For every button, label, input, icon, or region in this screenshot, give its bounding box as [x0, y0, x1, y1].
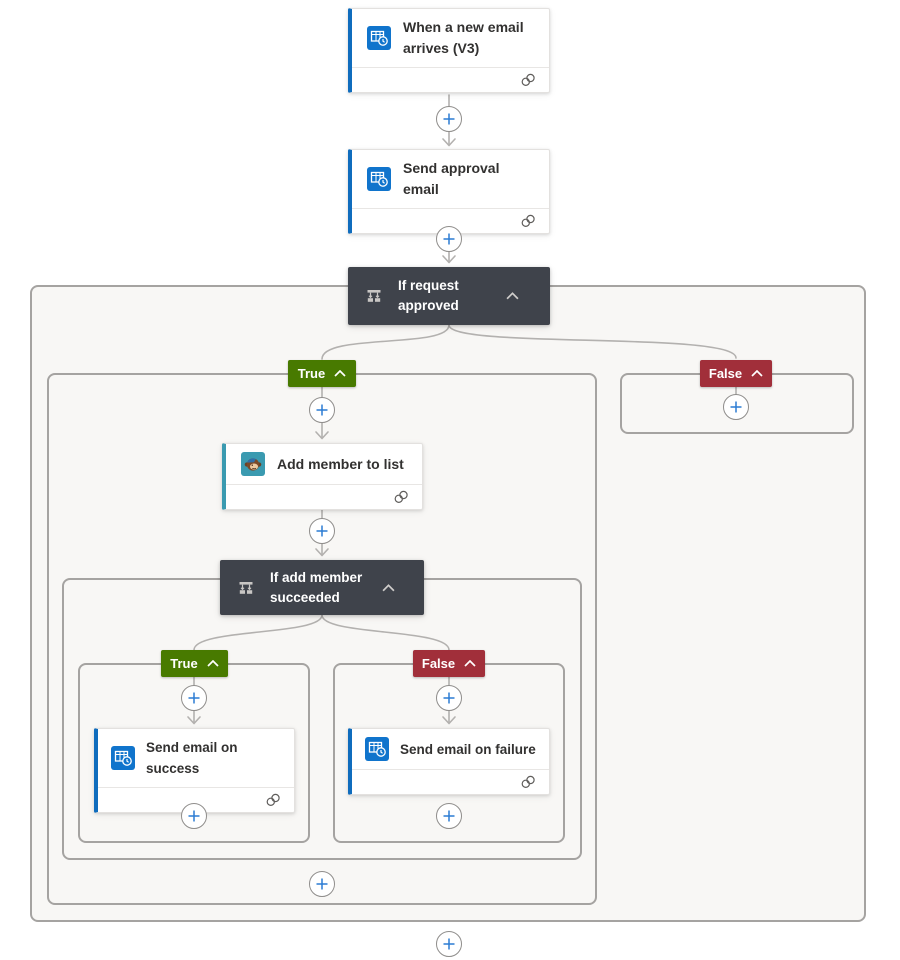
badge-label: True [297, 366, 326, 381]
card-footer [226, 484, 422, 509]
outlook-icon [367, 26, 391, 50]
card-body: When a new email arrives (V3) [352, 9, 549, 67]
action-card-send-email-on-failure[interactable]: Send email on failure [348, 728, 550, 795]
link-icon [394, 490, 408, 504]
condition-card-if-add-member-succeeded[interactable]: If add member succeeded [220, 560, 424, 615]
add-step-button-inner-false-bottom[interactable] [436, 803, 462, 829]
add-icon [316, 525, 328, 537]
add-icon [443, 692, 455, 704]
action-card-send-approval-email[interactable]: Send approval email [348, 149, 550, 234]
badge-label: False [421, 656, 456, 671]
card-title: Send approval email [403, 160, 500, 197]
add-icon [316, 404, 328, 416]
action-card-add-member-to-list[interactable]: Add member to list [222, 443, 423, 510]
add-icon [443, 810, 455, 822]
add-icon [188, 692, 200, 704]
chevron-up-icon[interactable] [207, 660, 219, 667]
false-branch-badge[interactable]: False [700, 360, 772, 387]
condition-title: If add member succeeded [270, 569, 363, 605]
inner-true-branch-badge[interactable]: True [161, 650, 228, 677]
chevron-up-icon[interactable] [334, 370, 346, 377]
add-step-button-after-approval[interactable] [436, 226, 462, 252]
add-icon [316, 878, 328, 890]
add-icon [443, 233, 455, 245]
outlook-icon [367, 167, 391, 191]
card-title: When a new email arrives (V3) [403, 19, 524, 56]
add-step-button-after-inner-condition[interactable] [309, 871, 335, 897]
card-footer [98, 787, 294, 812]
link-icon [521, 775, 535, 789]
add-icon [443, 113, 455, 125]
link-icon [521, 73, 535, 87]
outlook-icon [365, 737, 389, 761]
add-step-button-false-branch[interactable] [723, 394, 749, 420]
arrow-down-icon [442, 255, 456, 264]
add-step-button-inner-true-top[interactable] [181, 685, 207, 711]
chevron-up-icon[interactable] [751, 370, 763, 377]
outlook-icon [111, 746, 135, 770]
card-body: Add member to list [226, 444, 422, 484]
add-step-button-inner-false-top[interactable] [436, 685, 462, 711]
add-icon [730, 401, 742, 413]
chevron-up-icon[interactable] [382, 583, 395, 592]
add-step-button-inner-true-bottom[interactable] [181, 803, 207, 829]
condition-branch-icon [239, 581, 253, 594]
arrow-down-icon [442, 138, 456, 147]
link-icon [521, 214, 535, 228]
add-icon [443, 938, 455, 950]
badge-label: True [170, 656, 198, 671]
add-step-button-flow-bottom[interactable] [436, 931, 462, 957]
condition-title: If request approved [398, 278, 459, 313]
add-step-button-after-add-member[interactable] [309, 518, 335, 544]
mailchimp-icon [241, 452, 265, 476]
trigger-card-when-a-new-email-arrives[interactable]: When a new email arrives (V3) [348, 8, 550, 93]
chevron-up-icon[interactable] [464, 660, 476, 667]
card-title: Add member to list [277, 455, 404, 472]
card-body: Send email on success [98, 729, 294, 787]
add-step-button-true-branch-top[interactable] [309, 397, 335, 423]
card-footer [352, 208, 549, 233]
add-step-button-after-trigger[interactable] [436, 106, 462, 132]
chevron-up-icon[interactable] [506, 292, 519, 300]
link-icon [266, 793, 280, 807]
card-title: Send email on failure [400, 741, 536, 757]
card-footer [352, 769, 549, 794]
card-footer [352, 67, 549, 92]
card-title: Send email on success [146, 740, 238, 776]
card-body: Send email on failure [352, 729, 549, 769]
condition-branch-icon [367, 290, 381, 302]
card-body: Send approval email [352, 150, 549, 208]
inner-false-branch-badge[interactable]: False [413, 650, 485, 677]
true-branch-badge[interactable]: True [288, 360, 356, 387]
action-card-send-email-on-success[interactable]: Send email on success [94, 728, 295, 813]
condition-card-if-request-approved[interactable]: If request approved [348, 267, 550, 325]
badge-label: False [708, 366, 743, 381]
add-icon [188, 810, 200, 822]
